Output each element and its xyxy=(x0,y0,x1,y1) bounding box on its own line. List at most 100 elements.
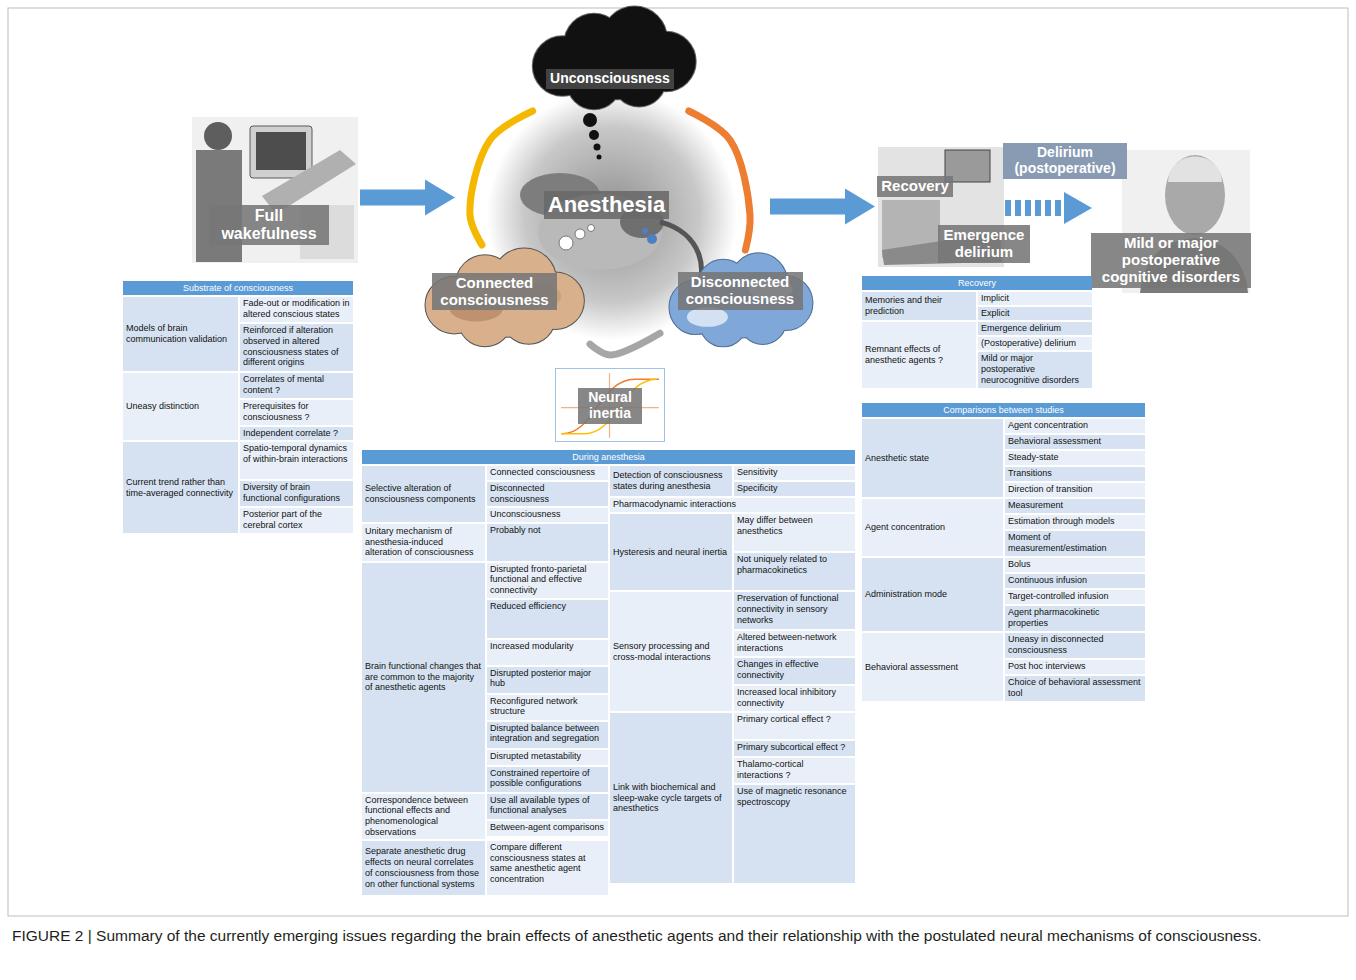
plot-box: Neural inertia xyxy=(555,368,665,442)
table-cell: Moment of measurement/estimation xyxy=(1005,531,1145,556)
arrow-shaft xyxy=(770,199,847,215)
table-subcells: MeasurementEstimation through modelsMome… xyxy=(1005,499,1145,556)
table-heading: Comparisons between studies xyxy=(862,403,1145,417)
flow-arrow xyxy=(770,189,875,225)
table-row-group: Uneasy distinctionCorrelates of mental c… xyxy=(123,373,353,440)
figure-caption: FIGURE 2 | Summary of the currently emer… xyxy=(12,926,1344,946)
cycle-arc xyxy=(470,111,533,245)
node-label: Anesthesia xyxy=(544,191,669,220)
table-row-group: Selective alteration of consciousness co… xyxy=(362,466,608,522)
table-subcells: May differ between anestheticsNot unique… xyxy=(734,514,855,590)
table-cell: Continuous infusion xyxy=(1005,574,1145,588)
table-cell: Remnant effects of anesthetic agents ? xyxy=(862,322,976,388)
arc-line xyxy=(470,111,533,245)
table-column-pair: Detection of consciousness states during… xyxy=(610,466,855,895)
table-body: Selective alteration of consciousness co… xyxy=(362,466,855,895)
table-cell: Bolus xyxy=(1005,558,1145,572)
bubble xyxy=(597,155,602,160)
table-cell: Unitary mechanism of anesthesia-induced … xyxy=(362,524,485,561)
table-body: Anesthetic stateAgent concentrationBehav… xyxy=(862,419,1145,701)
table-heading: Recovery xyxy=(862,276,1092,290)
table-column-pair: Anesthetic stateAgent concentrationBehav… xyxy=(862,419,1145,701)
table-cell: Disrupted fronto-parietal functional and… xyxy=(487,563,608,598)
table-row-group: Remnant effects of anesthetic agents ?Em… xyxy=(862,322,1092,388)
table-column-pair: Memories and their predictionImplicitExp… xyxy=(862,292,1092,388)
table-cell: Reinforced if alteration observed in alt… xyxy=(240,324,353,371)
table-cell: Use all available types of functional an… xyxy=(487,794,608,819)
table-subcells: ImplicitExplicit xyxy=(978,292,1092,320)
table-cell: Pharmacodynamic interactions xyxy=(610,498,855,512)
summary-table: During anesthesiaSelective alteration of… xyxy=(362,450,855,895)
cloud-shape xyxy=(522,3,702,111)
table-cell: Memories and their prediction xyxy=(862,292,976,320)
node-label: Neural inertia xyxy=(578,388,642,423)
table-cell: Connected consciousness xyxy=(487,466,608,480)
table-cell: Explicit xyxy=(978,307,1092,320)
table-cell: Independent correlate ? xyxy=(240,427,353,440)
table-cell: Unconsciousness xyxy=(487,508,608,522)
table-cell: Administration mode xyxy=(862,558,1003,631)
arrow-shaft xyxy=(1005,200,1066,216)
table-heading: During anesthesia xyxy=(362,450,855,464)
table-cell: Diversity of brain functional configurat… xyxy=(240,481,353,506)
bubble xyxy=(589,130,599,140)
table-heading: Substrate of consciousness xyxy=(123,281,353,295)
table-row-group: Memories and their predictionImplicitExp… xyxy=(862,292,1092,320)
table-cell: Target-controlled infusion xyxy=(1005,590,1145,604)
table-subcells: Connected consciousnessDisconnected cons… xyxy=(487,466,608,522)
table-subcells: BolusContinuous infusionTarget-controlle… xyxy=(1005,558,1145,631)
table-cell: Primary cortical effect ? xyxy=(734,713,855,739)
arc-line xyxy=(689,111,750,250)
table-row-group: Correspondence between functional effect… xyxy=(362,794,608,839)
table-cell: Models of brain communication validation xyxy=(123,297,238,371)
table-cell: Increased local inhibitory connectivity xyxy=(734,686,855,711)
table-cell: Compare different consciousness states a… xyxy=(487,841,608,895)
table-cell: Detection of consciousness states during… xyxy=(610,466,732,496)
table-row-group: Administration modeBolusContinuous infus… xyxy=(862,558,1145,631)
monitor xyxy=(250,126,312,178)
thought-cloud: Connected consciousness xyxy=(415,245,590,348)
table-cell: Agent concentration xyxy=(862,499,1003,556)
table-cell: Reduced efficiency xyxy=(487,600,608,638)
table-column-pair: Models of brain communication validation… xyxy=(123,297,353,533)
table-cell: Link with biochemical and sleep-wake cyc… xyxy=(610,713,732,883)
table-cell: Fade-out or modification in altered cons… xyxy=(240,297,353,322)
table-subcells: SensitivitySpecificity xyxy=(734,466,855,496)
table-subcells: Primary cortical effect ? Primary subcort… xyxy=(734,713,855,883)
table-cell: Implicit xyxy=(978,292,1092,305)
node-label: Emergence delirium xyxy=(938,225,1030,263)
table-row-group: Detection of consciousness states during… xyxy=(610,466,855,496)
thought-cloud: Unconsciousness xyxy=(522,3,702,111)
table-cell: Not uniquely related to pharmacokinetics xyxy=(734,553,855,590)
table-cell: Primary subcortical effect ? xyxy=(734,741,855,756)
table-cell: Correspondence between functional effect… xyxy=(362,794,485,839)
flow-arrow xyxy=(360,180,455,216)
table-row-group: Behavioral assessmentUneasy in disconnec… xyxy=(862,633,1145,701)
node-label: Recovery xyxy=(877,176,953,197)
table-cell: Sensory processing and cross-modal inter… xyxy=(610,592,732,711)
table-cell: Brain functional changes that are common… xyxy=(362,563,485,792)
table-subcells: Fade-out or modification in altered cons… xyxy=(240,297,353,371)
table-subcells: Emergence delirium(Postoperative) deliri… xyxy=(978,322,1092,388)
arrow-head xyxy=(1064,192,1092,224)
arrow-head xyxy=(425,180,455,216)
table-cell: Posterior part of the cerebral cortex xyxy=(240,508,353,533)
table-cell: Sensitivity xyxy=(734,466,855,480)
table-cell: Estimation through models xyxy=(1005,515,1145,529)
table-cell: Uneasy distinction xyxy=(123,373,238,440)
person-head xyxy=(204,122,232,150)
table-cell: Altered between-network interactions xyxy=(734,631,855,656)
table-cell: Choice of behavioral assessment tool xyxy=(1005,676,1145,701)
node-label: Mild or major postoperative cognitive di… xyxy=(1091,233,1251,287)
table-subcells: Correlates of mental content ?Prerequisi… xyxy=(240,373,353,440)
bubble xyxy=(588,225,595,232)
node-label: Disconnected consciousness xyxy=(678,272,803,310)
node-label: Full wakefulness xyxy=(209,205,329,245)
table-cell: Measurement xyxy=(1005,499,1145,513)
cloud-detail xyxy=(687,307,728,327)
table-cell: Anesthetic state xyxy=(862,419,1003,497)
table-cell: Probably not xyxy=(487,524,608,561)
table-subcells: Agent concentrationBehavioral assessment… xyxy=(1005,419,1145,497)
table-cell: Changes in effective connectivity xyxy=(734,658,855,684)
table-cell: Behavioral assessment xyxy=(1005,435,1145,449)
